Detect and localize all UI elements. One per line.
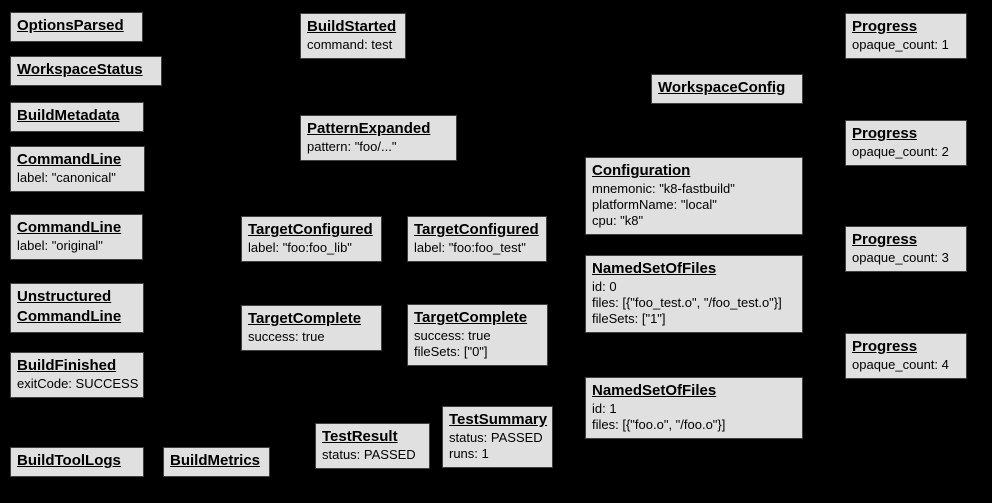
node-title: Progress bbox=[852, 125, 918, 142]
node-attribute: runs: 1 bbox=[449, 446, 489, 461]
node-title: Progress bbox=[852, 18, 918, 35]
node-attribute: command: test bbox=[307, 37, 393, 52]
node-progress-1: Progress opaque_count: 1 bbox=[845, 13, 967, 59]
node-named-set-of-files-1: NamedSetOfFiles id: 1 files: [{"foo.o", … bbox=[585, 377, 803, 439]
node-title: TargetComplete bbox=[414, 309, 528, 326]
node-title: WorkspaceConfig bbox=[658, 79, 786, 96]
node-attribute: opaque_count: 1 bbox=[852, 37, 949, 52]
node-title: BuildStarted bbox=[307, 18, 397, 35]
node-build-tool-logs: BuildToolLogs bbox=[10, 447, 144, 477]
node-attribute: opaque_count: 2 bbox=[852, 144, 949, 159]
node-progress-4: Progress opaque_count: 4 bbox=[845, 333, 967, 379]
node-attribute: exitCode: SUCCESS bbox=[17, 376, 139, 391]
node-unstructured-command-line: Unstructured CommandLine bbox=[10, 283, 144, 333]
node-title: Unstructured bbox=[17, 288, 112, 305]
node-attribute: label: "foo:foo_lib" bbox=[248, 240, 352, 255]
node-attribute: success: true bbox=[414, 328, 491, 343]
node-title: TestResult bbox=[322, 428, 398, 445]
node-title: Progress bbox=[852, 338, 918, 355]
node-attribute: platformName: "local" bbox=[592, 197, 717, 212]
node-title: Configuration bbox=[592, 162, 691, 179]
node-attribute: label: "foo:foo_test" bbox=[414, 240, 526, 255]
node-build-metrics: BuildMetrics bbox=[163, 447, 270, 477]
node-target-complete-foo-lib: TargetComplete success: true bbox=[241, 305, 382, 351]
node-title: OptionsParsed bbox=[17, 17, 124, 34]
node-command-line-canonical: CommandLine label: "canonical" bbox=[10, 146, 145, 192]
node-title: TargetConfigured bbox=[248, 221, 373, 238]
node-attribute: id: 1 bbox=[592, 401, 617, 416]
node-target-complete-foo-test: TargetComplete success: true fileSets: [… bbox=[407, 304, 548, 366]
node-title: BuildMetrics bbox=[170, 452, 261, 469]
node-build-metadata: BuildMetadata bbox=[10, 102, 144, 132]
node-title: CommandLine bbox=[17, 219, 122, 236]
node-options-parsed: OptionsParsed bbox=[10, 12, 143, 42]
node-attribute: opaque_count: 4 bbox=[852, 357, 949, 372]
node-attribute: label: "original" bbox=[17, 238, 103, 253]
node-progress-3: Progress opaque_count: 3 bbox=[845, 226, 967, 272]
node-title: TestSummary bbox=[449, 411, 548, 428]
node-pattern-expanded: PatternExpanded pattern: "foo/..." bbox=[300, 115, 457, 161]
node-title: CommandLine bbox=[17, 151, 122, 168]
node-target-configured-foo-lib: TargetConfigured label: "foo:foo_lib" bbox=[241, 216, 382, 262]
node-attribute: fileSets: ["1"] bbox=[592, 311, 666, 326]
node-attribute: files: [{"foo.o", "/foo.o"}] bbox=[592, 417, 726, 432]
node-attribute: success: true bbox=[248, 329, 325, 344]
node-title: Progress bbox=[852, 231, 918, 248]
node-named-set-of-files-0: NamedSetOfFiles id: 0 files: [{"foo_test… bbox=[585, 255, 803, 333]
node-title: BuildMetadata bbox=[17, 107, 120, 124]
node-progress-2: Progress opaque_count: 2 bbox=[845, 120, 967, 166]
node-title: PatternExpanded bbox=[307, 120, 431, 137]
node-attribute: status: PASSED bbox=[322, 447, 416, 462]
node-attribute: fileSets: ["0"] bbox=[414, 344, 488, 359]
node-attribute: pattern: "foo/..." bbox=[307, 139, 397, 154]
node-workspace-config: WorkspaceConfig bbox=[651, 74, 803, 104]
node-target-configured-foo-test: TargetConfigured label: "foo:foo_test" bbox=[407, 216, 547, 262]
node-title: TargetConfigured bbox=[414, 221, 539, 238]
node-attribute: files: [{"foo_test.o", "/foo_test.o"}] bbox=[592, 295, 782, 310]
node-title-line2: CommandLine bbox=[17, 308, 122, 325]
node-title: NamedSetOfFiles bbox=[592, 382, 717, 399]
node-attribute: cpu: "k8" bbox=[592, 213, 644, 228]
node-command-line-original: CommandLine label: "original" bbox=[10, 214, 143, 260]
node-attribute: label: "canonical" bbox=[17, 170, 116, 185]
node-title: BuildFinished bbox=[17, 357, 117, 374]
node-build-finished: BuildFinished exitCode: SUCCESS bbox=[10, 352, 144, 398]
node-workspace-status: WorkspaceStatus bbox=[10, 56, 162, 86]
node-title: WorkspaceStatus bbox=[17, 61, 143, 78]
node-configuration: Configuration mnemonic: "k8-fastbuild" p… bbox=[585, 157, 803, 235]
node-build-started: BuildStarted command: test bbox=[300, 13, 406, 59]
node-test-summary: TestSummary status: PASSED runs: 1 bbox=[442, 406, 553, 468]
node-title: TargetComplete bbox=[248, 310, 362, 327]
node-title: BuildToolLogs bbox=[17, 452, 121, 469]
node-attribute: id: 0 bbox=[592, 279, 617, 294]
node-title: NamedSetOfFiles bbox=[592, 260, 717, 277]
node-test-result: TestResult status: PASSED bbox=[315, 423, 430, 469]
node-attribute: mnemonic: "k8-fastbuild" bbox=[592, 181, 735, 196]
node-attribute: opaque_count: 3 bbox=[852, 250, 949, 265]
node-attribute: status: PASSED bbox=[449, 430, 543, 445]
